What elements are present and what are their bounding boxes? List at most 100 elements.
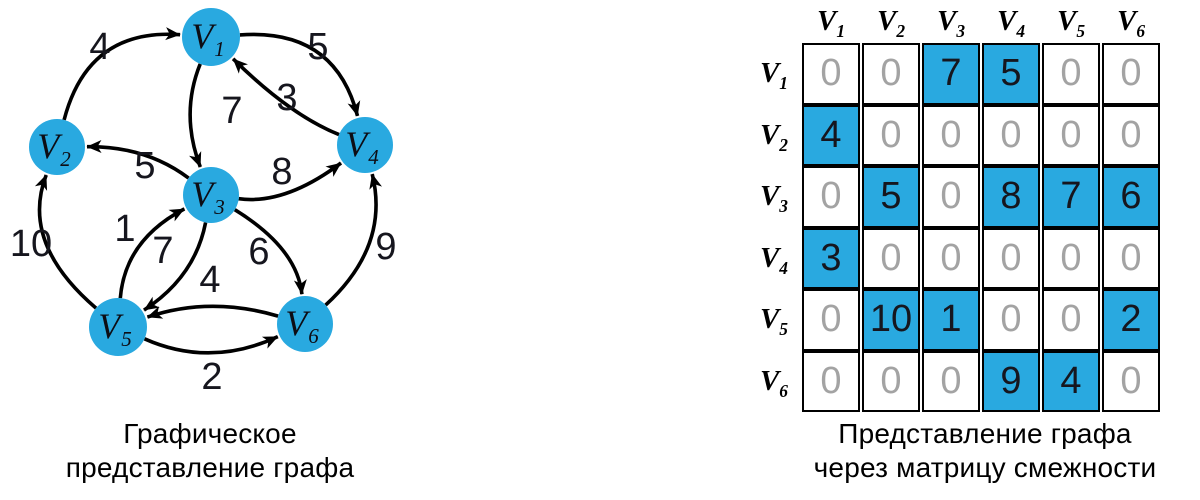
matrix-col-header-label-V5: V5	[1056, 5, 1086, 41]
matrix-col-header-label-V6-subscript: 6	[1136, 20, 1146, 41]
matrix-row-header-label-V2: V2	[759, 118, 788, 155]
matrix-cell-r5c2: 10	[862, 289, 920, 351]
edge-weight-V5-V2: 10	[10, 223, 52, 265]
edge-V1-V4	[239, 32, 361, 117]
matrix-cell-r2c1: 4	[802, 104, 860, 166]
matrix-col-header-V2: V2	[862, 0, 920, 43]
matrix-col-header-V5: V5	[1042, 0, 1100, 43]
edge-weight-V2-V1: 4	[89, 26, 110, 68]
matrix-row-header-V1: V1	[750, 43, 800, 105]
edge-V6-V5	[146, 304, 279, 319]
node-V3-sub: 3	[213, 195, 225, 219]
matrix-cell-r5c3: 1	[922, 289, 980, 351]
edge-V4-V1	[231, 57, 340, 137]
matrix-caption-line1: Представление графа	[838, 418, 1132, 449]
matrix-cell-r1c1: 0	[802, 43, 860, 105]
graph-caption-line1: Графическое	[123, 418, 297, 449]
edge-V5-V2	[34, 174, 98, 310]
matrix-cell-r5c6: 2	[1102, 289, 1160, 351]
matrix-col-header-label-V5-subscript: 5	[1076, 20, 1086, 41]
matrix-col-header-label-V3: V3	[936, 5, 966, 41]
edge-weight-V3-V6: 6	[248, 231, 269, 273]
matrix-cell-r2c6: 0	[1102, 104, 1160, 166]
matrix-row-header-label-V2-subscript: 2	[779, 134, 788, 155]
matrix-row-header-V2: V2	[750, 105, 800, 167]
matrix-row-header-label-V4: V4	[759, 241, 788, 278]
matrix-cell-r4c4: 0	[982, 227, 1040, 289]
matrix-col-header-label-V4: V4	[996, 5, 1026, 41]
edge-V5-V3	[118, 207, 186, 299]
matrix-col-header-label-V1: V1	[816, 5, 846, 41]
matrix-cell-r2c5: 0	[1042, 104, 1100, 166]
matrix-cell-r5c4: 0	[982, 289, 1040, 351]
matrix-cell-r2c2: 0	[862, 104, 920, 166]
edge-weight-V3-V4: 8	[271, 151, 292, 193]
node-V6-sub: 6	[308, 324, 319, 348]
matrix-cell-r6c1: 0	[802, 350, 860, 412]
node-V1-circle	[182, 8, 240, 66]
edge-V6-V4	[324, 173, 382, 307]
matrix-cell-r3c4: 8	[982, 166, 1040, 228]
node-V2-sub: 2	[60, 147, 71, 171]
edge-weight-V6-V5: 4	[199, 259, 220, 301]
matrix-col-header-label-V1-subscript: 1	[836, 20, 846, 41]
matrix-col-header-label-V6: V6	[1116, 5, 1146, 41]
matrix-col-header-V3: V3	[922, 0, 980, 43]
edge-weight-V6-V4: 9	[375, 226, 396, 268]
matrix-cell-r3c2: 5	[862, 166, 920, 228]
node-V2-circle	[29, 119, 85, 175]
edge-V3-V6	[233, 208, 307, 295]
matrix-col-header-label-V2: V2	[876, 5, 906, 41]
node-V5-sub: 5	[121, 327, 132, 351]
edge-weight-V5-V3: 1	[114, 208, 135, 250]
matrix-row-header-V4: V4	[750, 228, 800, 290]
graph-caption: Графическое представление графа	[0, 417, 420, 486]
matrix-cell-r6c6: 0	[1102, 350, 1160, 412]
node-V4-sub: 4	[368, 145, 379, 169]
matrix-row-header-label-V3-subscript: 3	[779, 196, 788, 217]
matrix-row-header-label-V1-subscript: 1	[779, 73, 788, 94]
matrix-col-header-label-V4-subscript: 4	[1016, 20, 1026, 41]
matrix-cell-r6c3: 0	[922, 350, 980, 412]
matrix-cell-r6c2: 0	[862, 350, 920, 412]
node-V1-sub: 1	[214, 37, 225, 61]
matrix-cell-r4c2: 0	[862, 227, 920, 289]
node-V3-circle	[183, 167, 239, 223]
edge-V3-V5	[143, 222, 208, 312]
matrix-corner	[750, 0, 800, 43]
graph-caption-line2: представление графа	[65, 452, 355, 484]
matrix-col-header-label-V3-subscript: 3	[956, 20, 966, 41]
edge-weight-V3-V2: 5	[134, 145, 155, 187]
matrix-col-header-V4: V4	[982, 0, 1040, 43]
edge-V2-V1	[62, 27, 181, 121]
matrix-row-header-V3: V3	[750, 166, 800, 228]
matrix-row-header-label-V6: V6	[759, 364, 788, 401]
matrix-col-header-V6: V6	[1102, 0, 1160, 43]
edge-V5-V6	[143, 334, 279, 355]
matrix-row-header-label-V5-subscript: 5	[779, 319, 788, 340]
matrix-cell-r6c5: 4	[1042, 350, 1100, 412]
matrix-cell-r4c1: 3	[802, 227, 860, 289]
matrix-cell-r4c6: 0	[1102, 227, 1160, 289]
edge-V3-V4	[238, 161, 343, 202]
matrix-cell-r5c1: 0	[802, 289, 860, 351]
matrix-cell-r3c3: 0	[922, 166, 980, 228]
matrix-cell-r3c1: 0	[802, 166, 860, 228]
matrix-cell-r4c3: 0	[922, 227, 980, 289]
matrix-col-header-V1: V1	[802, 0, 860, 43]
edge-V1-V3	[188, 63, 202, 168]
matrix-cell-r3c6: 6	[1102, 166, 1160, 228]
edge-weight-V3-V5: 7	[152, 230, 173, 272]
matrix-cell-r1c5: 0	[1042, 43, 1100, 105]
matrix-row-header-label-V5: V5	[759, 303, 788, 340]
matrix-cell-r1c6: 0	[1102, 43, 1160, 105]
matrix-caption-line2: через матрицу смежности	[813, 452, 1157, 484]
node-V6-circle	[277, 296, 333, 352]
matrix-cell-r2c3: 0	[922, 104, 980, 166]
edge-weight-V1-V3: 7	[221, 90, 242, 132]
edge-V3-V2	[86, 140, 190, 180]
